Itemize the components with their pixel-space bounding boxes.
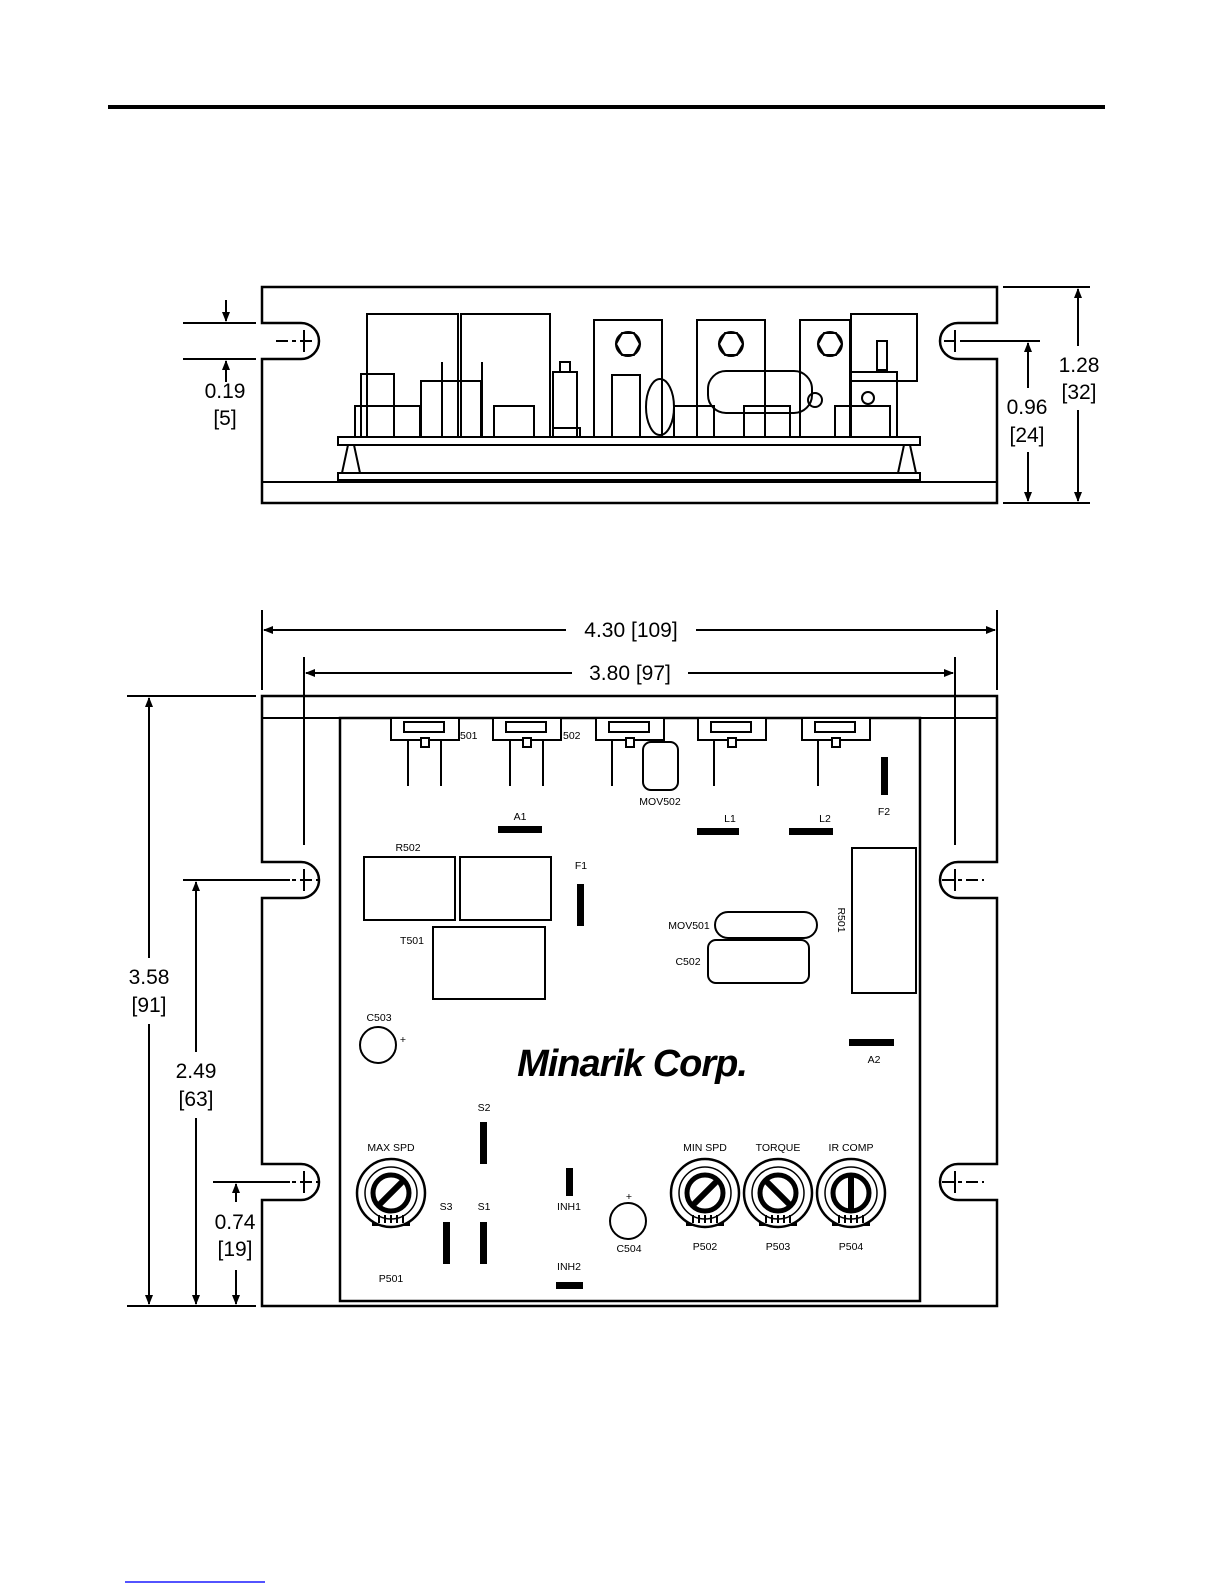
mov502-body (643, 742, 678, 790)
label-l1: L1 (724, 813, 736, 825)
label-c504-plus: + (626, 1191, 632, 1203)
label-mov501: MOV501 (668, 920, 710, 932)
side-heatsink-plate (338, 473, 920, 480)
bar-a1 (498, 826, 542, 833)
r501-block (852, 848, 916, 993)
label-501-tab: 501 (460, 730, 478, 742)
pot-p501 (357, 1159, 425, 1227)
label-mov502: MOV502 (639, 796, 681, 808)
r502-block-left (364, 857, 455, 920)
side-dim-096-mm: [24] (1009, 424, 1044, 447)
pot-p503 (744, 1159, 812, 1227)
label-p502: P502 (693, 1241, 718, 1253)
side-standoffs (342, 445, 916, 473)
label-p503: P503 (766, 1241, 791, 1253)
side-dim-128-mm: [32] (1061, 381, 1096, 404)
c502-body (708, 940, 809, 983)
label-ir-comp: IR COMP (829, 1142, 874, 1154)
top-dim-width-overall: 4.30 [109] (584, 619, 677, 642)
label-c504: C504 (616, 1243, 641, 1255)
t501-block (433, 927, 545, 999)
c503-body (360, 1027, 396, 1063)
top-dim-249-mm: [63] (178, 1088, 213, 1111)
label-p501: P501 (379, 1273, 404, 1285)
label-a2: A2 (868, 1054, 881, 1066)
pot-p504 (817, 1159, 885, 1227)
bar-f2 (881, 757, 888, 795)
side-dim-019-mm: [5] (213, 407, 236, 430)
label-502-tab: 502 (563, 730, 581, 742)
label-max-spd: MAX SPD (367, 1142, 415, 1154)
bar-l2 (789, 828, 833, 835)
r502-block-right (460, 857, 551, 920)
top-dim-358-mm: [91] (131, 994, 166, 1017)
label-t501: T501 (400, 935, 424, 947)
bar-a2 (849, 1039, 894, 1046)
top-dim-074-in: 0.74 (215, 1211, 256, 1234)
label-c503: C503 (366, 1012, 391, 1024)
label-min-spd: MIN SPD (683, 1142, 727, 1154)
bar-l1 (697, 828, 739, 835)
side-components (355, 314, 917, 437)
side-dim-096 (960, 341, 1040, 501)
side-dim-019-in: 0.19 (205, 380, 246, 403)
bar-inh1 (566, 1168, 573, 1196)
label-s1: S1 (478, 1201, 491, 1213)
top-dim-358-in: 3.58 (129, 966, 170, 989)
bar-f1 (577, 884, 584, 926)
label-inh2: INH2 (557, 1261, 581, 1273)
top-dim-074-mm: [19] (217, 1238, 252, 1261)
top-dim-249-in: 2.49 (176, 1060, 217, 1083)
label-a1: A1 (514, 811, 527, 823)
bar-s1 (480, 1222, 487, 1264)
side-dim-019 (183, 300, 256, 382)
label-inh1: INH1 (557, 1201, 581, 1213)
label-p504: P504 (839, 1241, 864, 1253)
bar-s3 (443, 1222, 450, 1264)
bar-inh2 (556, 1282, 583, 1289)
label-s2: S2 (478, 1102, 491, 1114)
label-l2: L2 (819, 813, 831, 825)
label-f2: F2 (878, 806, 890, 818)
pot-p502 (671, 1159, 739, 1227)
side-view: 0.19 [5] 0.96 [24] 1.28 [32] (183, 287, 1099, 503)
side-pcb (338, 437, 920, 445)
side-dim-128-in: 1.28 (1059, 354, 1100, 377)
bar-s2 (480, 1122, 487, 1164)
label-s3: S3 (440, 1201, 453, 1213)
company-logo: Minarik Corp. (517, 1043, 747, 1085)
top-dim-width-holes: 3.80 [97] (589, 662, 671, 685)
side-dim-096-in: 0.96 (1007, 396, 1048, 419)
label-f1: F1 (575, 860, 587, 872)
label-r501: R501 (835, 907, 847, 932)
label-torque: TORQUE (756, 1142, 801, 1154)
label-r502: R502 (395, 842, 420, 854)
top-view: 4.30 [109] 3.80 [97] 3.58 [91] 2.49 [63]… (127, 610, 997, 1306)
label-c503-plus: + (400, 1034, 406, 1046)
label-c502: C502 (675, 956, 700, 968)
c504-body (610, 1203, 646, 1239)
mov501-body (715, 912, 817, 938)
